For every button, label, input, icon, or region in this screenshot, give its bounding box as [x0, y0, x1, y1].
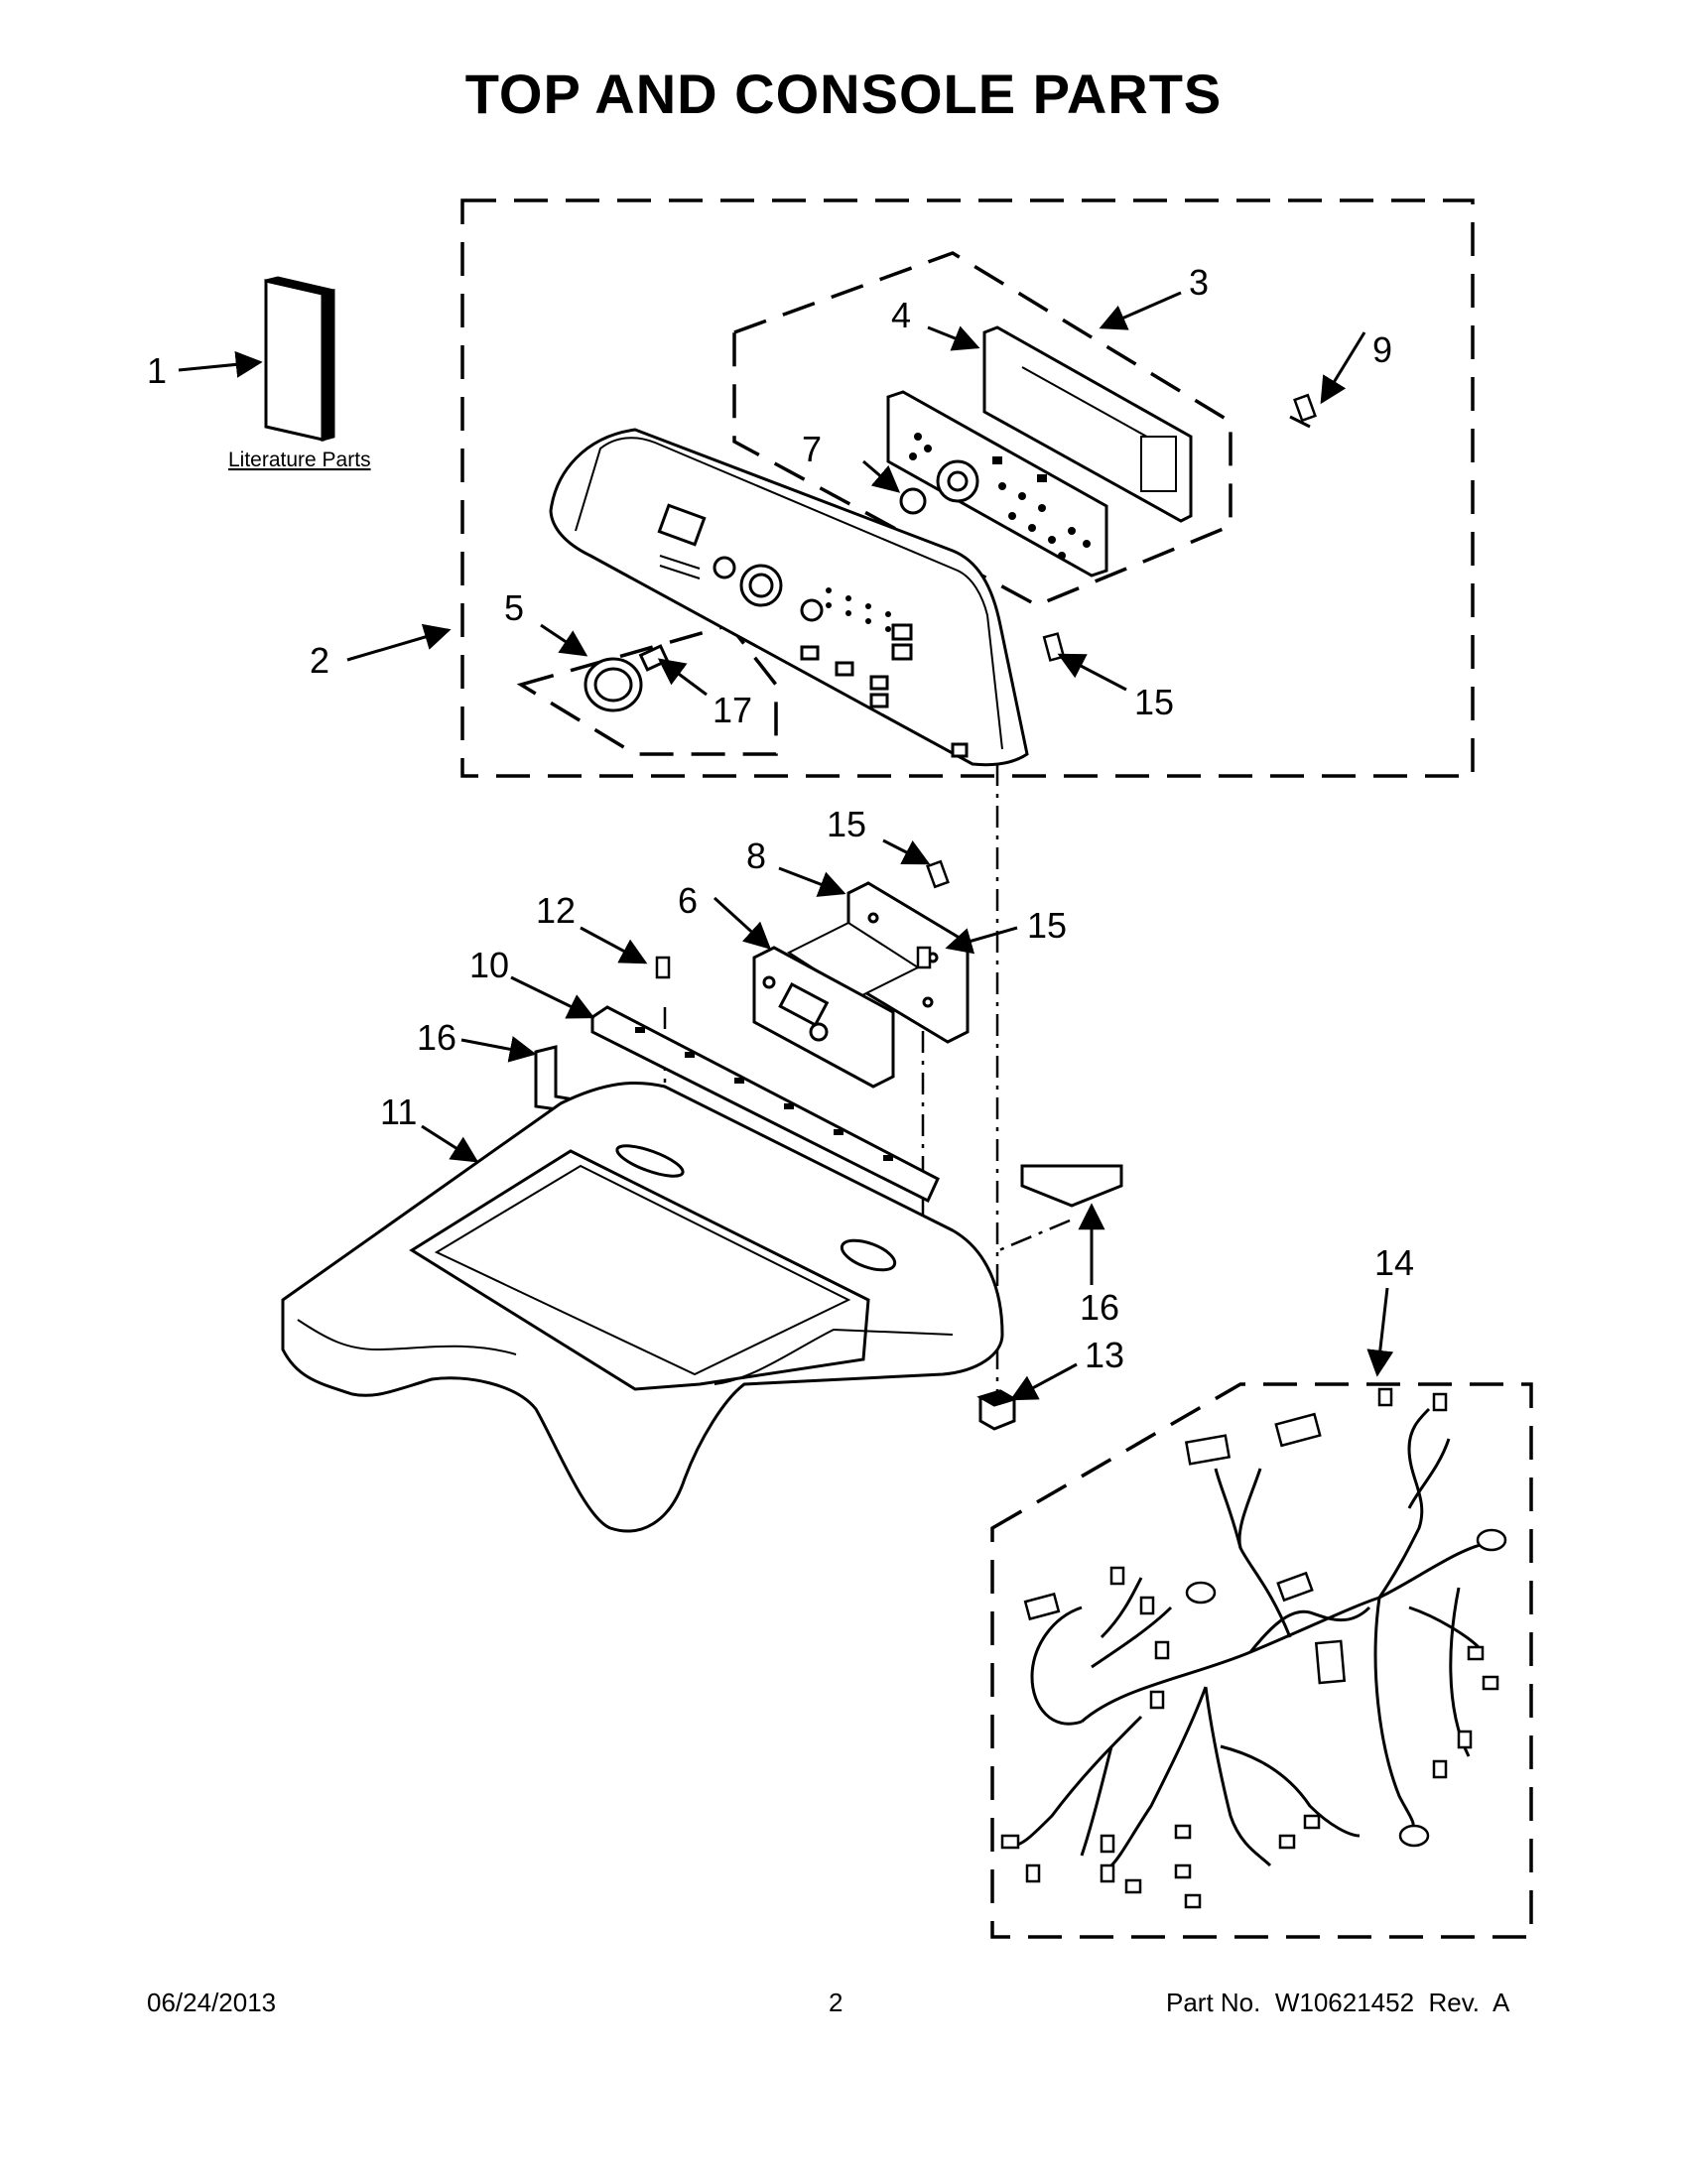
- knob-group-boundary: [516, 622, 778, 756]
- callout-14: 14: [1374, 1242, 1414, 1283]
- callout-12: 12: [536, 890, 576, 931]
- wire-harness-boundary: [990, 1382, 1533, 1939]
- callout-3: 3: [1189, 262, 1209, 303]
- callout-2: 2: [310, 640, 329, 681]
- console-panel: [549, 428, 1029, 767]
- callout-11: 11: [380, 1092, 417, 1132]
- callout-8: 8: [746, 835, 766, 876]
- spring-17-icon: [638, 644, 670, 672]
- footer-part-number: Part No. W10621452 Rev. A: [1166, 1988, 1510, 2017]
- callout-15-console: 15: [1134, 682, 1174, 722]
- callout-13: 13: [1085, 1335, 1124, 1375]
- literature-parts-icon: [264, 276, 335, 442]
- control-board: [886, 390, 1108, 578]
- wire-harness: [1011, 1407, 1490, 1867]
- callout-labels: 1 2 3 4 9 7 5 17 15 15 8 15 6 12 10 16 1…: [147, 262, 1414, 1375]
- callout-9: 9: [1372, 329, 1392, 370]
- spacer-16b-icon: [1020, 1164, 1123, 1208]
- control-board-group-boundary: [732, 251, 1233, 607]
- screw-15-console-icon: [1042, 632, 1066, 662]
- callout-7: 7: [802, 429, 822, 469]
- trim-strip: [590, 1005, 940, 1204]
- literature-parts-label: Literature Parts: [228, 449, 371, 471]
- knob-5-icon: [584, 657, 643, 712]
- callout-17: 17: [713, 690, 752, 730]
- control-housing: [982, 325, 1193, 523]
- callout-15-top: 15: [827, 804, 866, 844]
- wire-harness-connectors: [1000, 1387, 1507, 1909]
- callout-16-left: 16: [417, 1017, 456, 1058]
- foot-13-icon: [976, 1389, 1018, 1431]
- callout-1: 1: [147, 350, 167, 391]
- console-assembly-boundary: [460, 198, 1475, 778]
- callout-6: 6: [678, 880, 698, 921]
- footer-page-number: 2: [829, 1988, 844, 2017]
- page-title: TOP AND CONSOLE PARTS: [464, 63, 1223, 125]
- callout-4: 4: [891, 295, 911, 335]
- screw-9-icon: [1289, 393, 1317, 429]
- ui-board: [752, 946, 895, 1089]
- callout-15-bracket: 15: [1027, 905, 1067, 946]
- knob-cap-7-icon: [899, 487, 927, 515]
- screw-15-bracket-icon: [655, 859, 950, 979]
- mounting-bracket: [786, 881, 970, 1044]
- callout-5: 5: [504, 587, 524, 628]
- callout-10: 10: [469, 945, 509, 985]
- top-panel: [281, 1081, 1004, 1533]
- footer-date: 06/24/2013: [147, 1988, 277, 2017]
- callout-16-right: 16: [1080, 1287, 1119, 1328]
